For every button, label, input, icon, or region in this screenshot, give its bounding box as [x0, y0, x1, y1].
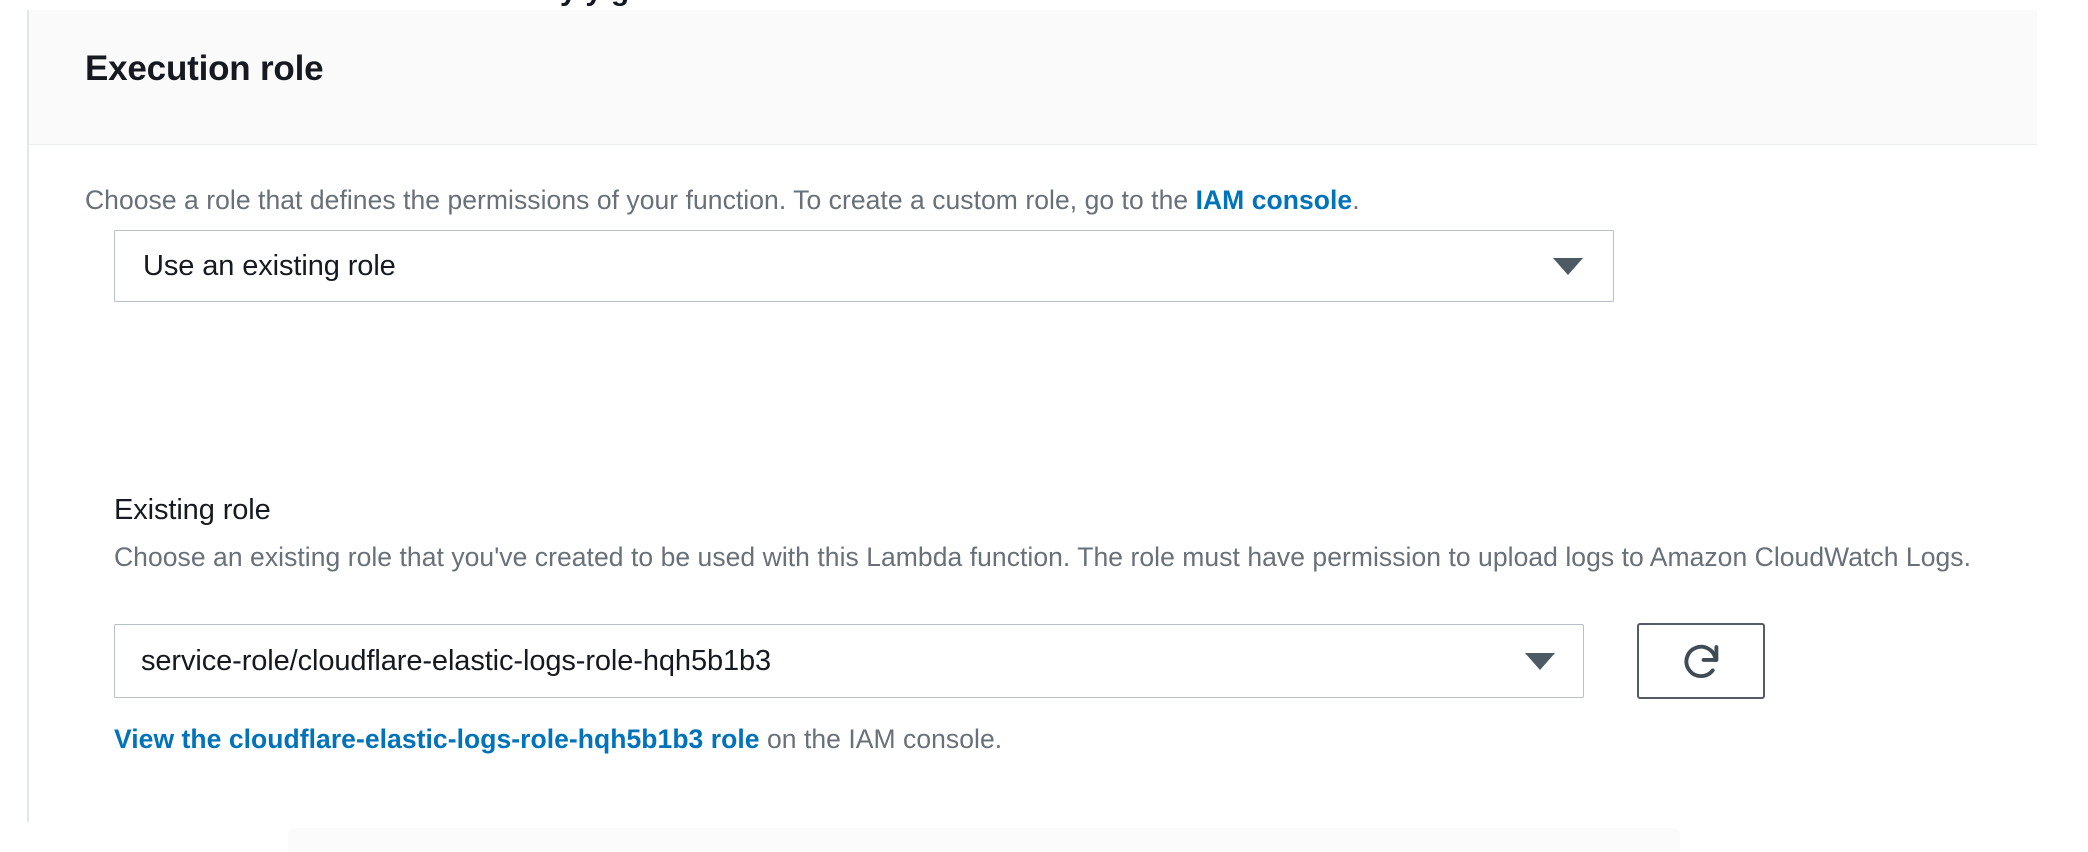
- view-role-line: View the cloudflare-elastic-logs-role-hq…: [114, 724, 1002, 755]
- role-type-description-suffix: .: [1352, 185, 1360, 215]
- execution-role-panel: Execution role Choose a role that define…: [27, 10, 2088, 822]
- panel-body: Choose a role that defines the permissio…: [29, 146, 2088, 822]
- view-role-link[interactable]: View the cloudflare-elastic-logs-role-hq…: [114, 724, 760, 754]
- chevron-down-icon: [1525, 652, 1555, 670]
- refresh-icon: [1679, 639, 1723, 683]
- chevron-down-icon: [1553, 257, 1583, 275]
- next-panel-peek: [288, 828, 1680, 852]
- refresh-roles-button[interactable]: [1637, 623, 1765, 699]
- view-role-suffix: on the IAM console.: [759, 724, 1003, 754]
- existing-role-select[interactable]: service-role/cloudflare-elastic-logs-rol…: [114, 624, 1584, 698]
- role-type-description-prefix: Choose a role that defines the permissio…: [85, 185, 1196, 215]
- role-type-select[interactable]: Use an existing role: [114, 230, 1614, 302]
- page-title: Execution role: [85, 49, 324, 88]
- role-type-description: Choose a role that defines the permissio…: [85, 182, 1360, 220]
- panel-header: Execution role: [29, 10, 2037, 145]
- clipped-text-above: y y g: [0, 0, 2088, 10]
- existing-role-label: Existing role: [114, 494, 271, 526]
- existing-role-select-value: service-role/cloudflare-elastic-logs-rol…: [141, 644, 772, 677]
- existing-role-description: Choose an existing role that you've crea…: [114, 542, 1971, 572]
- role-type-select-value: Use an existing role: [143, 249, 396, 282]
- iam-console-link[interactable]: IAM console: [1195, 185, 1353, 215]
- clipped-text-fragment: y y g: [560, 0, 629, 8]
